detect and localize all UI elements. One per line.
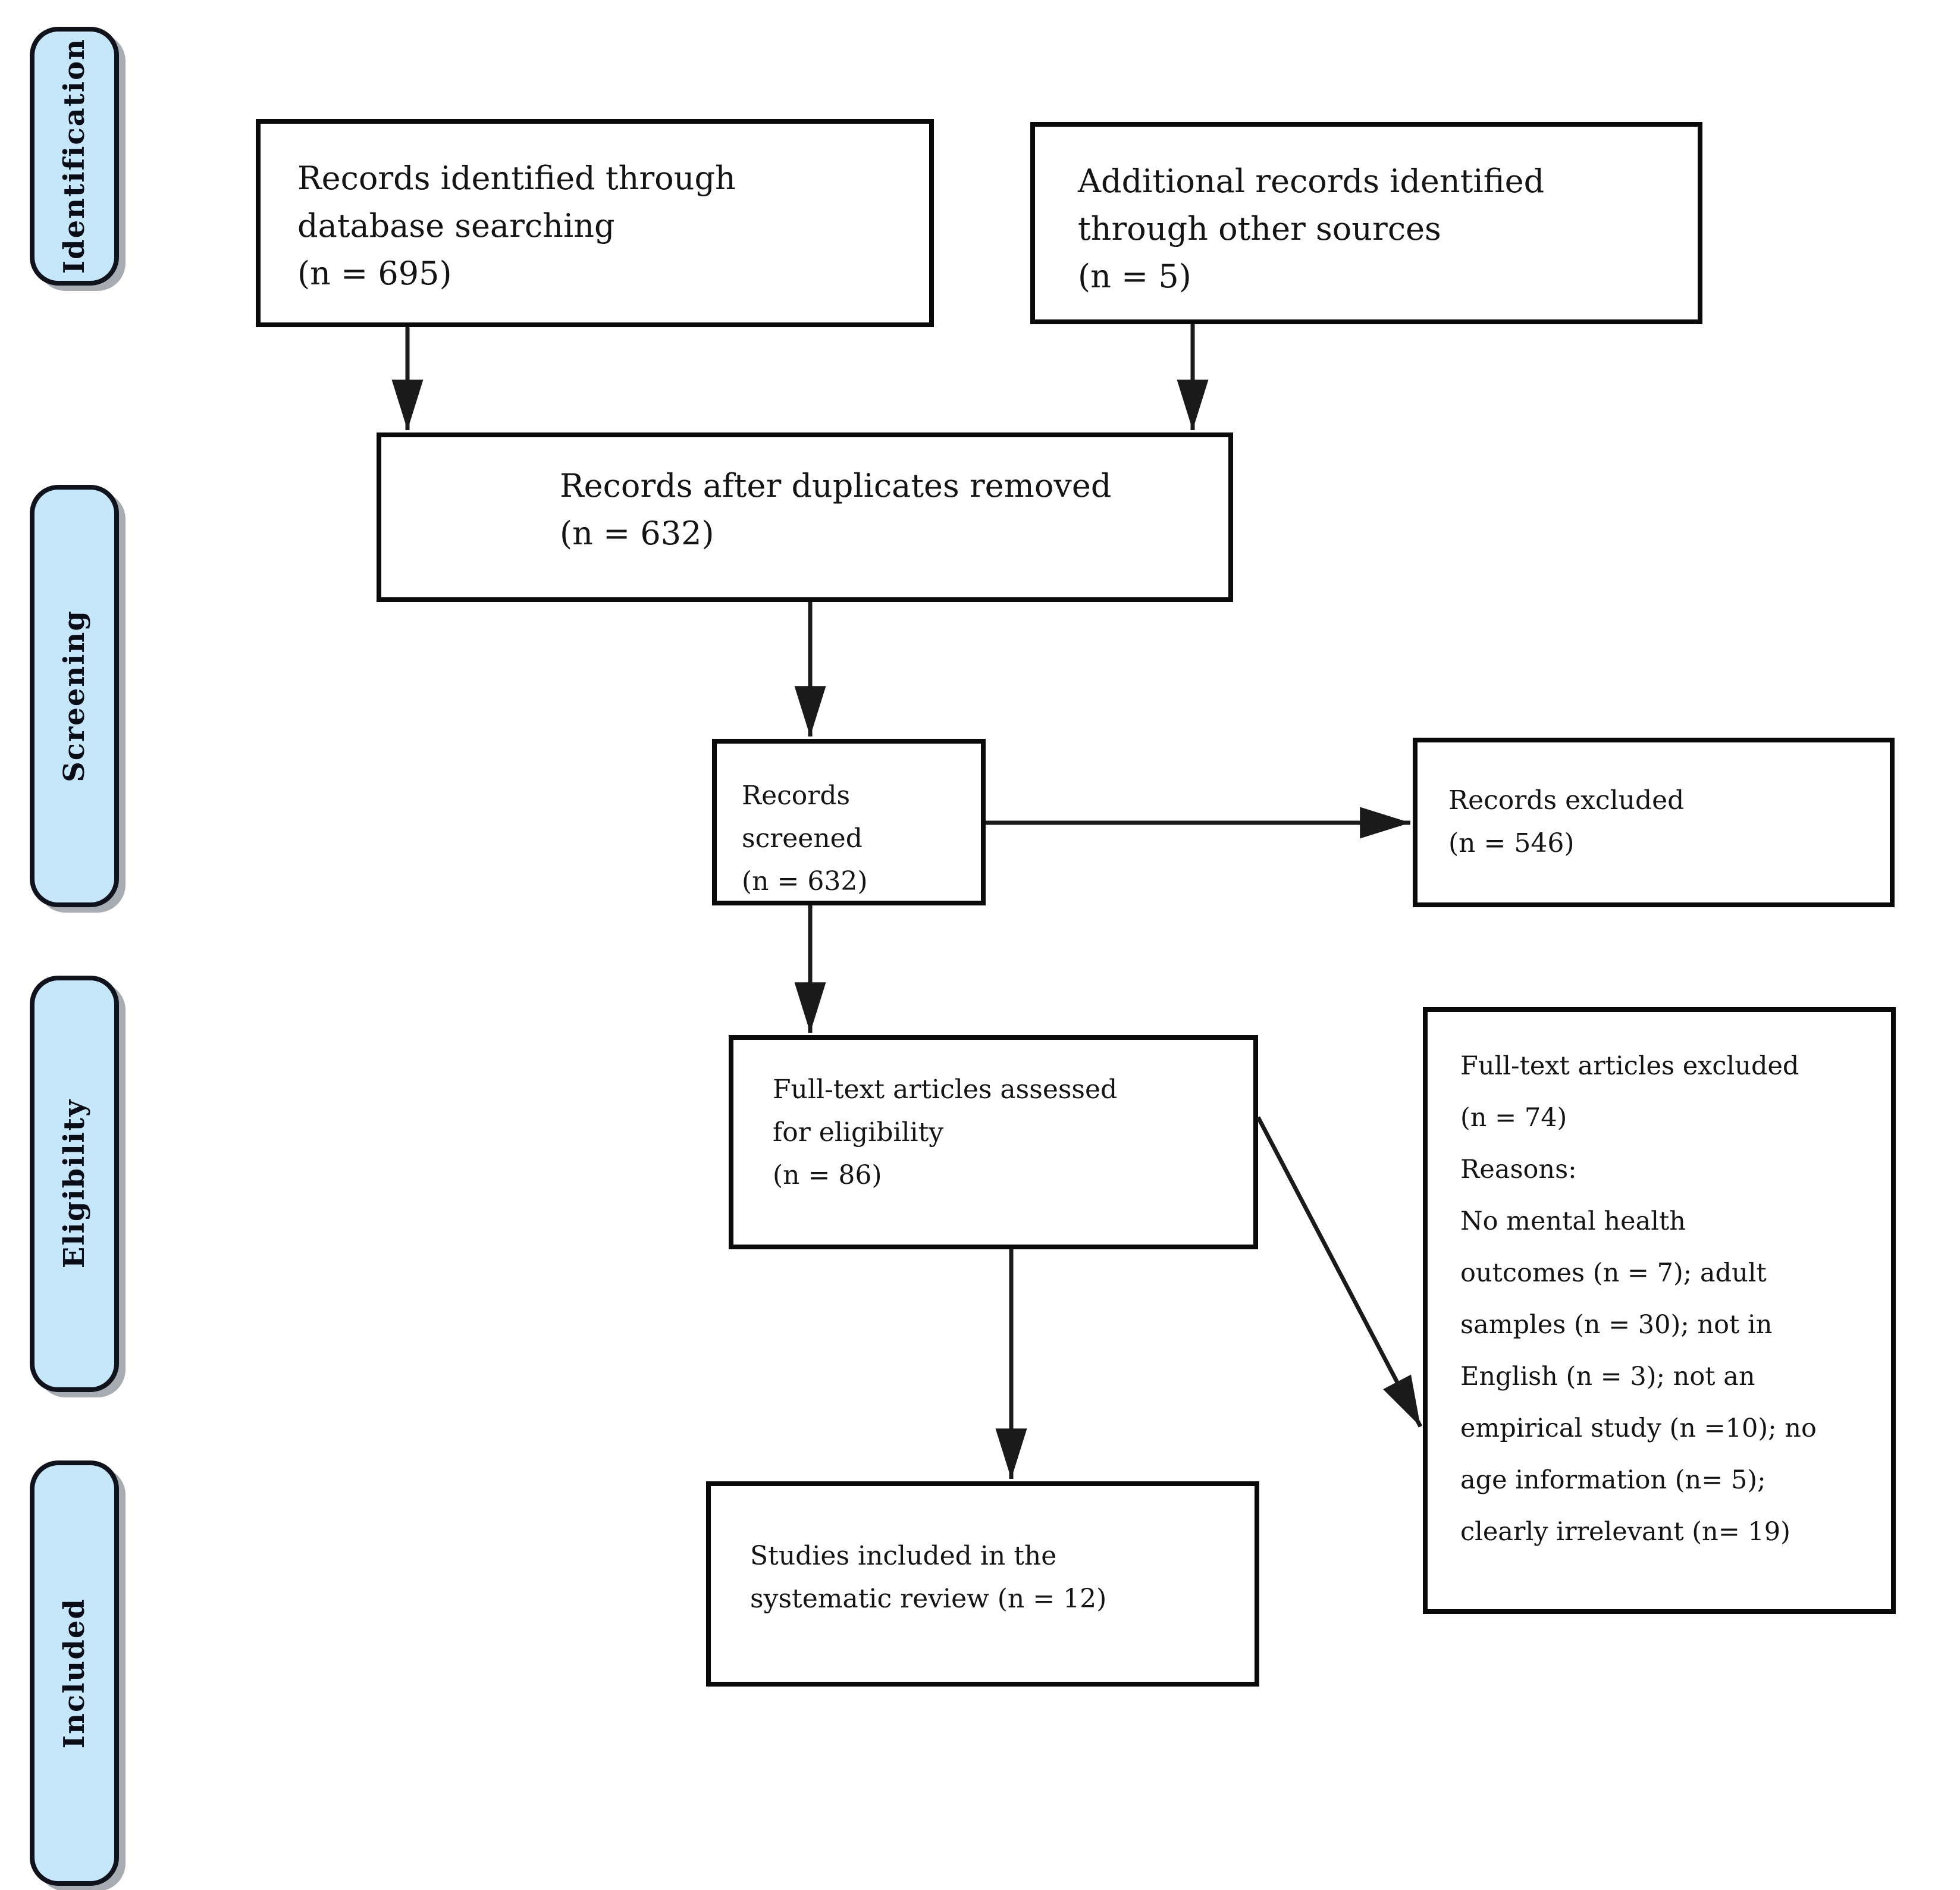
stage-label-eligibility: Eligibility <box>58 1099 91 1269</box>
stage-eligibility: Eligibility <box>30 976 119 1392</box>
studies-included-text: Studies included in the systematic revie… <box>750 1541 1107 1614</box>
flow-box-records-excluded: Records excluded (n = 546) <box>1413 738 1895 907</box>
flow-box-fulltext-excluded: Full-text articles excluded (n = 74) Rea… <box>1423 1007 1896 1614</box>
flow-box-records-screened: Records screened (n = 632) <box>712 739 986 905</box>
records-excluded-text: Records excluded (n = 546) <box>1448 785 1685 858</box>
fulltext-excluded-text: Full-text articles excluded (n = 74) Rea… <box>1460 1051 1817 1547</box>
stage-label-identification: Identification <box>58 38 91 274</box>
records-screened-text: Records screened (n = 632) <box>742 781 868 897</box>
records-identified-text: Records identified through database sear… <box>297 159 736 292</box>
flow-box-studies-included: Studies included in the systematic revie… <box>706 1481 1259 1687</box>
arrow-fulltext-to-ftexcluded <box>1256 1116 1423 1428</box>
additional-records-text: Additional records identified through ot… <box>1078 162 1545 295</box>
flow-box-duplicates-removed: Records after duplicates removed (n = 63… <box>377 432 1233 602</box>
duplicates-removed-text: Records after duplicates removed (n = 63… <box>560 467 1112 552</box>
flow-box-additional-records: Additional records identified through ot… <box>1030 122 1702 324</box>
flow-box-records-identified: Records identified through database sear… <box>256 119 934 327</box>
stage-identification: Identification <box>30 27 119 286</box>
fulltext-assessed-text: Full-text articles assessed for eligibil… <box>773 1074 1118 1190</box>
flow-box-fulltext-assessed: Full-text articles assessed for eligibil… <box>729 1035 1258 1249</box>
stage-included: Included <box>30 1460 119 1886</box>
stage-label-screening: Screening <box>58 610 91 782</box>
stage-screening: Screening <box>30 485 119 907</box>
stage-label-included: Included <box>58 1597 91 1749</box>
